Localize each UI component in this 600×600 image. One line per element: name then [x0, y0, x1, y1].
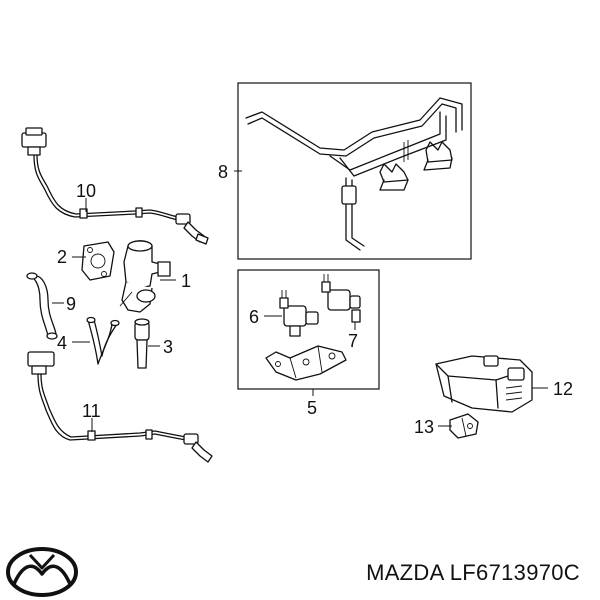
- group-box-5: [237, 269, 380, 390]
- callout-7: 7: [348, 331, 358, 351]
- callout-9: 9: [66, 294, 76, 314]
- bracket-13: [449, 413, 479, 439]
- callout-6: 6: [249, 307, 259, 327]
- solenoid-6: [279, 290, 319, 337]
- hose-4: [86, 316, 120, 365]
- valve-1: [119, 240, 171, 313]
- callout-2: 2: [57, 247, 67, 267]
- hose-9: [26, 272, 58, 340]
- callout-10: 10: [76, 181, 96, 201]
- callout-4: 4: [57, 333, 67, 353]
- callout-1: 1: [181, 271, 191, 291]
- canister-12: [435, 355, 533, 413]
- oxygen-sensor-10: [21, 127, 209, 245]
- part-number-caption: MAZDA LF6713970C: [366, 560, 580, 585]
- oxygen-sensor-11: [27, 351, 213, 463]
- group-box-8: [237, 82, 472, 260]
- pipe-assembly-8: [245, 97, 463, 251]
- callout-8: 8: [218, 162, 228, 182]
- gasket-2: [81, 241, 115, 281]
- callout-13: 13: [414, 417, 434, 437]
- bracket-5: [265, 345, 347, 381]
- callout-11: 11: [82, 401, 101, 421]
- mazda-logo-icon: [6, 547, 78, 597]
- callout-3: 3: [163, 337, 173, 357]
- hose-3: [134, 318, 150, 369]
- callout-12: 12: [553, 379, 573, 399]
- callout-5: 5: [307, 398, 317, 418]
- solenoid-7: [321, 274, 361, 323]
